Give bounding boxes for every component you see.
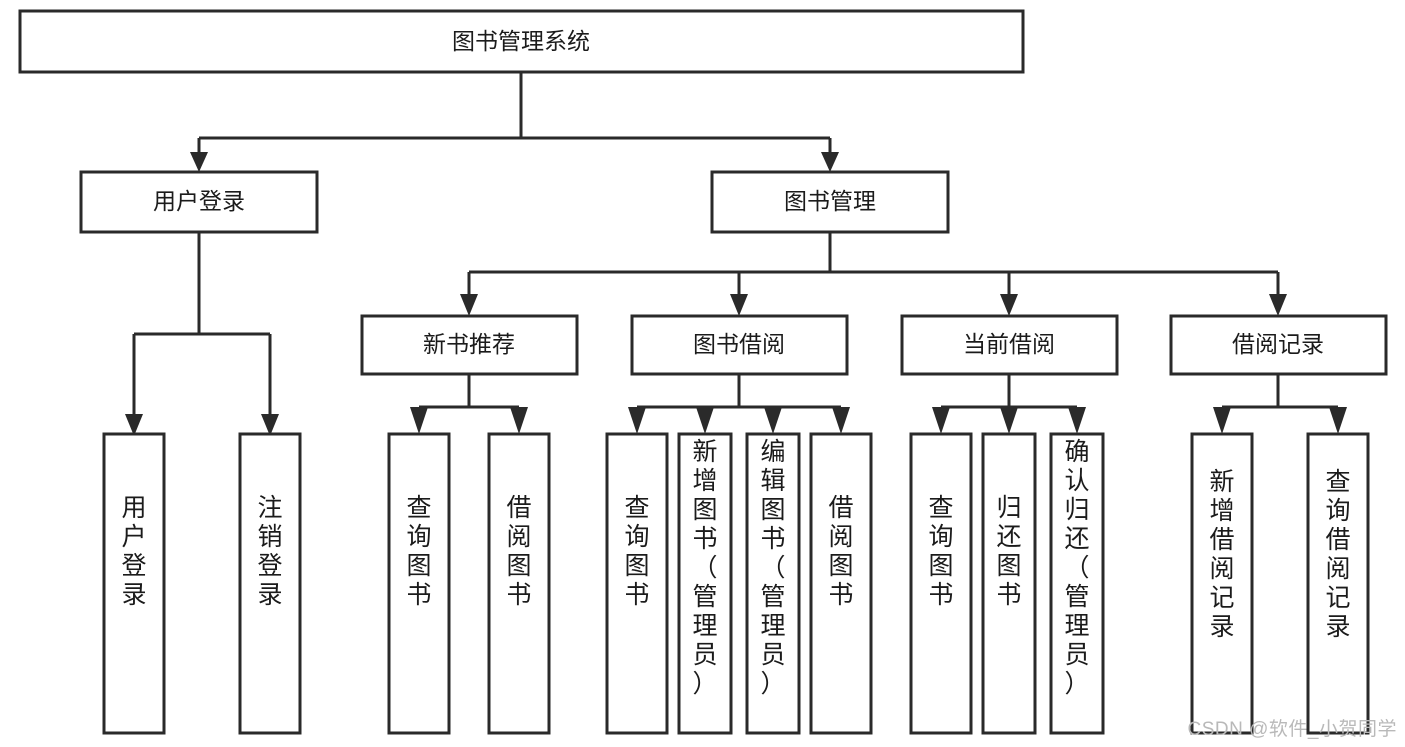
node-leaf5-box[interactable] — [605, 432, 669, 735]
node-leaf1-box[interactable] — [102, 432, 166, 735]
node-leaf8-box[interactable] — [809, 432, 873, 735]
node-leaf10[interactable]: 归还图书 — [981, 432, 1037, 735]
node-leaf9-label: 查询图书 — [928, 494, 953, 609]
node-login-label: 用户登录 — [153, 188, 245, 214]
connector-group-record — [1213, 374, 1347, 434]
arrow-borrow-leaf8-icon — [832, 407, 850, 434]
node-leaf13[interactable]: 查询借阅记录 — [1306, 432, 1370, 735]
node-leaf5[interactable]: 查询图书 — [605, 432, 669, 735]
node-leaf3-box[interactable] — [387, 432, 451, 735]
node-bookmgmt-box[interactable] — [710, 170, 950, 234]
node-bookmgmt-label: 图书管理 — [784, 188, 876, 214]
node-leaf3[interactable]: 查询图书 — [387, 432, 451, 735]
node-leaf7-label: 编辑图书（管理员） — [760, 438, 785, 698]
node-leaf12-box[interactable] — [1190, 432, 1254, 735]
node-leaf2-label: 注销登录 — [257, 494, 282, 609]
node-leaf6-box[interactable] — [677, 432, 733, 735]
node-newbook-label: 新书推荐 — [423, 331, 515, 357]
node-leaf4-box[interactable] — [487, 432, 551, 735]
arrow-bookmgmt-newbook-icon — [460, 294, 478, 316]
node-leaf1[interactable]: 用户登录 — [102, 432, 166, 735]
node-login[interactable]: 用户登录 — [79, 170, 319, 234]
node-leaf4[interactable]: 借阅图书 — [487, 432, 551, 735]
node-leaf10-box[interactable] — [981, 432, 1037, 735]
node-leaf6-label: 新增图书（管理员） — [692, 438, 717, 698]
arrow-root-to-login-icon — [190, 152, 208, 172]
node-leaf5-label: 查询图书 — [624, 494, 649, 609]
arrow-bookmgmt-borrow-icon — [730, 294, 748, 316]
node-leaf4-label: 借阅图书 — [506, 494, 531, 609]
node-bookmgmt[interactable]: 图书管理 — [710, 170, 950, 234]
arrow-record-leaf12-icon — [1213, 407, 1231, 434]
node-borrow-label: 图书借阅 — [693, 331, 785, 357]
node-record-label: 借阅记录 — [1232, 331, 1324, 357]
node-newbook[interactable]: 新书推荐 — [360, 314, 579, 376]
node-leaf8[interactable]: 借阅图书 — [809, 432, 873, 735]
node-current-label: 当前借阅 — [963, 331, 1055, 357]
connector-group-login — [125, 232, 279, 436]
arrow-newbook-leaf3-icon — [410, 407, 428, 434]
csdn-watermark: CSDN @软件_小贺同学 — [1187, 719, 1397, 740]
node-leaf9-box[interactable] — [909, 432, 973, 735]
arrow-newbook-leaf4-icon — [510, 407, 528, 434]
node-record-box[interactable] — [1169, 314, 1388, 376]
arrow-bookmgmt-record-icon — [1269, 294, 1287, 316]
node-leaf8-label: 借阅图书 — [828, 494, 853, 609]
arrow-borrow-leaf6-icon — [696, 407, 714, 434]
node-leaf13-label: 查询借阅记录 — [1325, 468, 1350, 641]
node-leaf3-label: 查询图书 — [406, 494, 431, 609]
arrow-root-to-bookmgmt-icon — [821, 152, 839, 172]
node-leaf12[interactable]: 新增借阅记录 — [1190, 432, 1254, 735]
node-borrow[interactable]: 图书借阅 — [630, 314, 849, 376]
node-root[interactable]: 图书管理系统 — [18, 9, 1025, 74]
node-leaf7-box[interactable] — [745, 432, 801, 735]
node-leaf2-box[interactable] — [238, 432, 302, 735]
connector-group-borrow — [628, 374, 850, 434]
node-leaf2[interactable]: 注销登录 — [238, 432, 302, 735]
node-borrow-box[interactable] — [630, 314, 849, 376]
node-leaf10-label: 归还图书 — [996, 494, 1021, 609]
node-root-label: 图书管理系统 — [452, 28, 590, 54]
node-newbook-box[interactable] — [360, 314, 579, 376]
arrow-borrow-leaf7-icon — [764, 407, 782, 434]
node-current[interactable]: 当前借阅 — [900, 314, 1119, 376]
node-leaf11-label: 确认归还（管理员） — [1064, 438, 1089, 698]
arrow-borrow-leaf5-icon — [628, 407, 646, 434]
node-leaf1-label: 用户登录 — [121, 494, 146, 609]
node-current-box[interactable] — [900, 314, 1119, 376]
connector-group-current — [932, 374, 1086, 434]
connector-group-root — [190, 72, 839, 172]
node-record[interactable]: 借阅记录 — [1169, 314, 1388, 376]
arrow-login-leaf2-icon — [261, 414, 279, 436]
arrow-bookmgmt-current-icon — [1000, 294, 1018, 316]
node-root-box[interactable] — [18, 9, 1025, 74]
node-leaf11-box[interactable] — [1049, 432, 1105, 735]
node-leaf12-label: 新增借阅记录 — [1209, 468, 1234, 641]
arrow-record-leaf13-icon — [1329, 407, 1347, 434]
arrow-current-leaf10-icon — [1000, 407, 1018, 434]
node-leaf7[interactable]: 编辑图书（管理员） — [745, 432, 801, 735]
node-leaf6[interactable]: 新增图书（管理员） — [677, 432, 733, 735]
arrow-current-leaf9-icon — [932, 407, 950, 434]
node-login-box[interactable] — [79, 170, 319, 234]
node-leaf11[interactable]: 确认归还（管理员） — [1049, 432, 1105, 735]
connector-group-newbook — [410, 374, 528, 434]
node-leaf13-box[interactable] — [1306, 432, 1370, 735]
node-leaf9[interactable]: 查询图书 — [909, 432, 973, 735]
arrow-current-leaf11-icon — [1068, 407, 1086, 434]
arrow-login-leaf1-icon — [125, 414, 143, 436]
connector-group-bookmgmt — [460, 232, 1287, 316]
